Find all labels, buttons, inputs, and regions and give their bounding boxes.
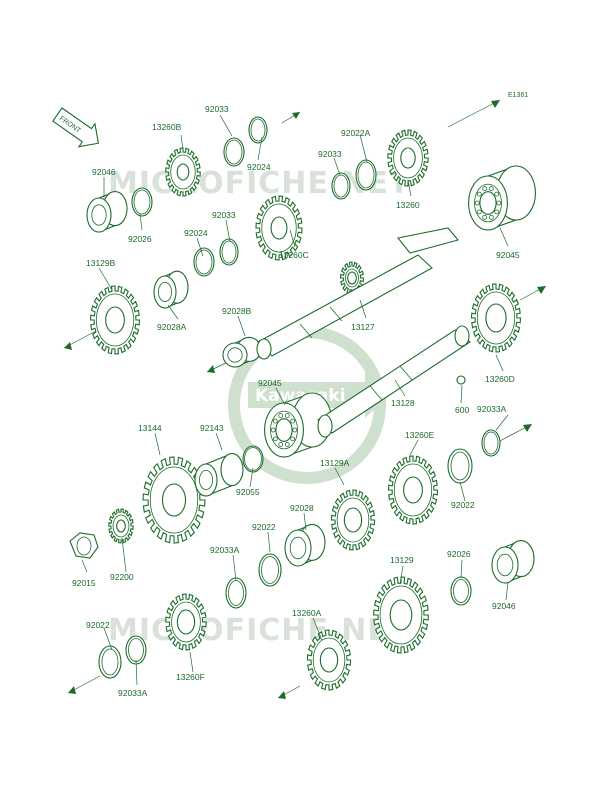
- part-label-13127: 13127: [351, 322, 375, 332]
- part-label-92026-a: 92026: [128, 234, 152, 244]
- bushing-92046-lower: [491, 539, 535, 584]
- part-label-92022a-a: 92022A: [341, 128, 371, 138]
- part-label-13129: 13129: [390, 555, 414, 565]
- part-label-13144: 13144: [138, 423, 162, 433]
- gear-13129a: [330, 489, 376, 551]
- part-label-13260b: 13260B: [152, 122, 182, 132]
- part-label-92015: 92015: [72, 578, 96, 588]
- lockwasher-92200: [108, 508, 134, 544]
- part-label-92055: 92055: [236, 487, 260, 497]
- part-label-13260d: 13260D: [485, 374, 515, 384]
- washer-92024-mid: [193, 247, 215, 277]
- part-label-92033-c: 92033: [212, 210, 236, 220]
- bearing-92045-mid: [264, 392, 332, 458]
- gear-13260f: [165, 593, 207, 651]
- part-label-92022-b: 92022: [252, 522, 276, 532]
- washer-92022-right: [447, 448, 473, 484]
- gear-13260d: [470, 283, 522, 353]
- part-labels: 13260B 92033 92024 92022A 92033 13260 92046 920…: [72, 104, 520, 698]
- drive-shaft-13128: [317, 325, 471, 438]
- part-label-92026-b: 92026: [447, 549, 471, 559]
- bearing-92045-top: [468, 165, 536, 231]
- part-label-92028a: 92028A: [157, 322, 187, 332]
- part-label-13260f: 13260F: [176, 672, 205, 682]
- gear-13129b: [89, 285, 141, 355]
- part-label-92028b: 92028B: [222, 306, 252, 316]
- part-label-92045-b: 92045: [258, 378, 282, 388]
- part-label-13129b: 13129B: [86, 258, 116, 268]
- bushing-92028: [284, 523, 326, 567]
- circlip-92033a-bottom: [125, 635, 147, 665]
- part-label-92046-a: 92046: [92, 167, 116, 177]
- part-label-92022-a: 92022: [451, 500, 475, 510]
- sprocket-13144: [142, 456, 206, 544]
- oring-92055: [242, 445, 264, 473]
- part-label-92200: 92200: [110, 572, 134, 582]
- gear-countershaft-teeth: [339, 261, 365, 295]
- washer-92024-top: [248, 116, 268, 144]
- washer-92022-mid: [258, 553, 282, 587]
- axis-arrows: [63, 99, 547, 699]
- circlip-92033a-lower: [225, 577, 247, 609]
- circlip-92033-mid: [331, 172, 351, 200]
- circlip-92033-lower: [219, 238, 239, 266]
- leader-lines: [81, 114, 509, 686]
- countershaft-13127: [256, 227, 459, 360]
- part-label-13260c: 13260C: [279, 250, 309, 260]
- part-label-92024-b: 92024: [184, 228, 208, 238]
- washer-92022-lower: [98, 645, 122, 679]
- part-label-13260a: 13260A: [292, 608, 322, 618]
- part-label-92033a-a: 92033A: [477, 404, 507, 414]
- part-label-92033-a: 92033: [205, 104, 229, 114]
- part-label-13260e: 13260E: [405, 430, 435, 440]
- part-label-92033-b: 92033: [318, 149, 342, 159]
- ball-600: [456, 375, 466, 385]
- bushing-92046-top: [86, 190, 128, 233]
- part-label-92033a-b: 92033A: [210, 545, 240, 555]
- part-label-92045-a: 92045: [496, 250, 520, 260]
- watermark-site-bottom: MICROFICHE.NET: [108, 613, 410, 648]
- front-badge: FRONT: [52, 107, 100, 148]
- parts-layer: [69, 116, 536, 691]
- part-label-92028: 92028: [290, 503, 314, 513]
- diagram-code: E1361: [508, 92, 528, 99]
- part-label-13260: 13260: [396, 200, 420, 210]
- washer-92026-top: [131, 187, 153, 217]
- circlip-92033a-mid: [481, 429, 501, 457]
- circlip-92033-top: [223, 137, 245, 167]
- gear-13260b: [165, 147, 201, 197]
- gear-13260e: [387, 455, 439, 525]
- gear-13129: [373, 576, 429, 654]
- bushing-92028a: [153, 270, 189, 309]
- part-label-92024-a: 92024: [247, 162, 271, 172]
- part-label-92033a-c: 92033A: [118, 688, 148, 698]
- part-label-13129a: 13129A: [320, 458, 350, 468]
- washer-92022a: [355, 159, 377, 191]
- gear-13260c: [255, 195, 303, 261]
- part-label-92143: 92143: [200, 423, 224, 433]
- part-label-92022-c: 92022: [86, 620, 110, 630]
- nut-92015: [69, 532, 99, 559]
- gear-13260a: [306, 629, 352, 691]
- bushing-92028b: [222, 336, 262, 368]
- part-label-600: 600: [455, 405, 469, 415]
- washer-92026-lower: [450, 576, 472, 606]
- gear-13260: [387, 129, 429, 187]
- part-label-13128: 13128: [391, 398, 415, 408]
- collar-92143: [194, 452, 244, 497]
- part-label-92046-b: 92046: [492, 601, 516, 611]
